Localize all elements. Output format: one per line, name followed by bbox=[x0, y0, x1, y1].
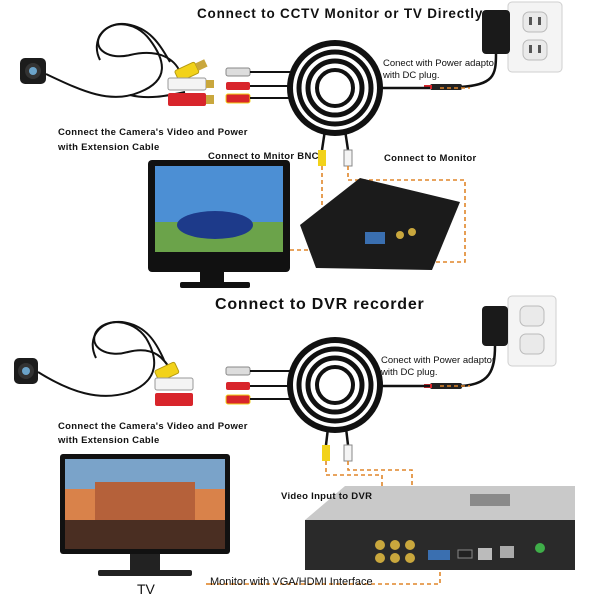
mini-camera-icon bbox=[20, 58, 46, 84]
bottom-title: Connect to DVR recorder bbox=[215, 296, 425, 313]
top-camera-note-2: with Extension Cable bbox=[58, 142, 160, 153]
power-adapter-icon bbox=[424, 10, 510, 90]
bnc-yellow-plug bbox=[322, 445, 330, 461]
top-camera-note-1: Connect the Camera's Video and Power bbox=[58, 127, 248, 138]
camera-cable bbox=[37, 320, 173, 397]
bottom-power-note-2: with DC plug. bbox=[381, 367, 438, 378]
monitor-back-icon bbox=[300, 178, 460, 270]
camera-cable bbox=[45, 22, 186, 99]
wall-outlet-icon bbox=[507, 295, 557, 367]
bottom-monitor-note: Monitor with VGA/HDMI Interface bbox=[210, 576, 373, 588]
bnc-white-plug bbox=[343, 444, 353, 462]
top-title: Connect to CCTV Monitor or TV Directly bbox=[197, 6, 484, 21]
top-power-note-2: with DC plug. bbox=[383, 70, 440, 81]
rca-connectors bbox=[154, 361, 194, 406]
dvr-recorder-icon bbox=[305, 486, 575, 570]
bottom-dvr-note: Video Input to DVR bbox=[281, 491, 373, 502]
extension-connectors bbox=[225, 366, 290, 405]
rca-connectors bbox=[167, 59, 214, 106]
mini-camera-icon bbox=[14, 358, 38, 384]
cable-reel-icon bbox=[287, 40, 430, 151]
bottom-camera-note-2: with Extension Cable bbox=[58, 435, 160, 446]
cable-reel-icon bbox=[287, 337, 430, 446]
top-monitor-note: Connect to Monitor bbox=[384, 153, 477, 164]
bnc-yellow-plug bbox=[318, 150, 326, 166]
bottom-power-note-1: Conect with Power adaptor bbox=[381, 355, 496, 366]
top-power-note-1: Conect with Power adaptor bbox=[383, 58, 498, 69]
small-monitor-icon bbox=[148, 160, 290, 288]
bottom-camera-note-1: Connect the Camera's Video and Power bbox=[58, 421, 248, 432]
extension-connectors bbox=[225, 67, 292, 104]
tv-label: TV bbox=[137, 581, 155, 597]
top-diagram bbox=[20, 1, 563, 288]
top-bnc-note: Connect to Mnitor BNC bbox=[208, 151, 319, 162]
wall-outlet-icon bbox=[507, 1, 563, 73]
tv-icon bbox=[60, 454, 230, 576]
